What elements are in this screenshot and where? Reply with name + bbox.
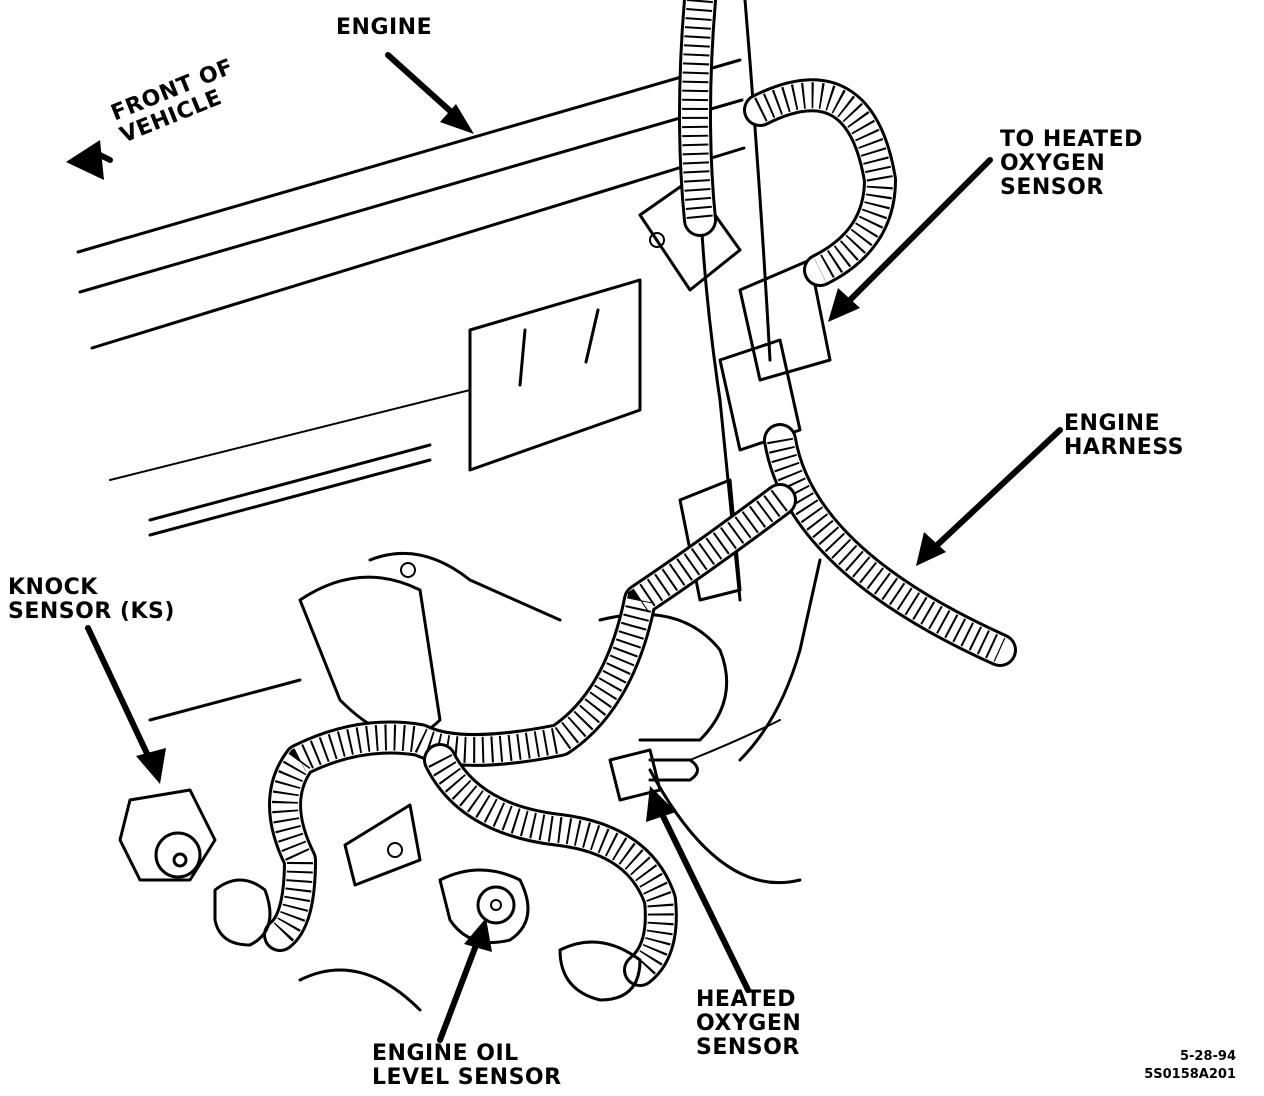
label-knock-sensor: KNOCK SENSOR (KS) — [8, 575, 175, 624]
label-heated-oxygen-sensor: HEATED OXYGEN SENSOR — [696, 987, 802, 1060]
label-engine-harness: ENGINE HARNESS — [1064, 411, 1185, 460]
engine-harness-conduit — [263, 0, 1017, 987]
heated-oxygen-sensor-part — [558, 719, 781, 1002]
label-to-heated-oxygen-sensor: TO HEATED OXYGEN SENSOR — [1000, 127, 1143, 200]
callout-arrows — [66, 52, 1063, 1043]
label-engine-oil-level-sensor: ENGINE OIL LEVEL SENSOR — [372, 1041, 562, 1090]
figure-code: 5-28-94 5S0158A201 — [1144, 1048, 1236, 1084]
engine-block-outline — [76, 0, 832, 1012]
knock-sensor-part — [118, 788, 272, 947]
label-engine: ENGINE — [336, 15, 433, 40]
figure-date: 5-28-94 — [1179, 1049, 1236, 1064]
figure-id: 5S0158A201 — [1144, 1067, 1236, 1082]
